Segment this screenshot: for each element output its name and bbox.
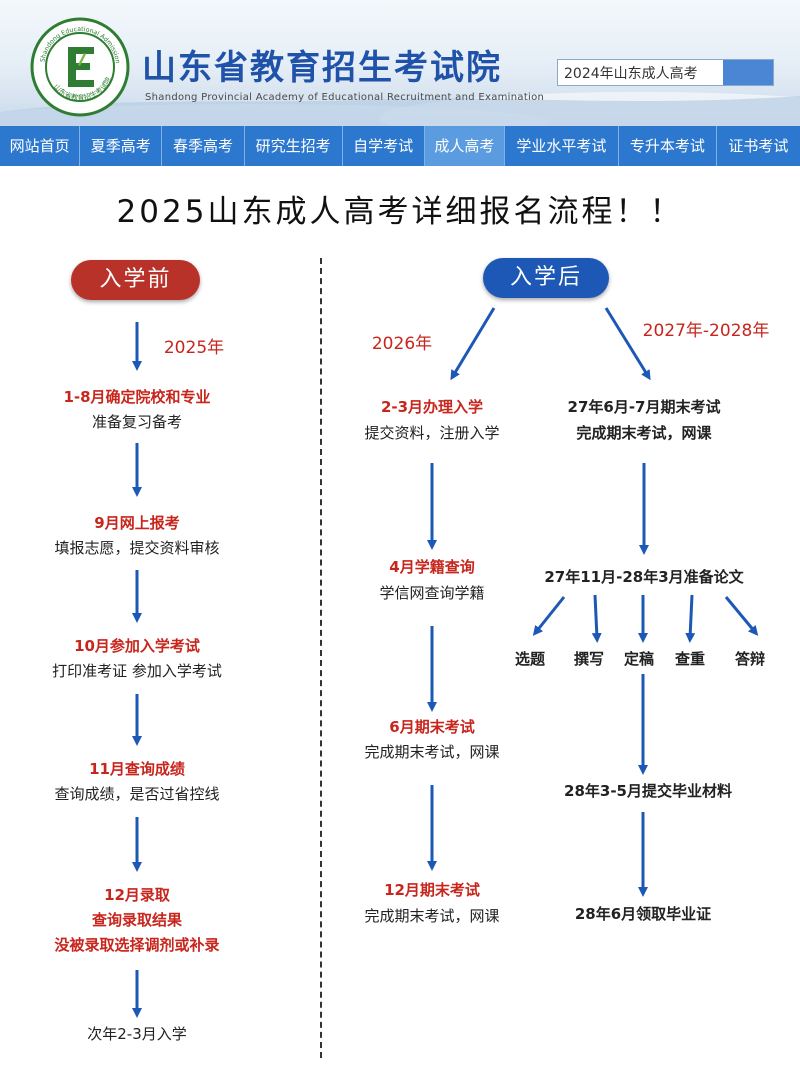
nav-item-proficiency-test[interactable]: 学业水平考试	[505, 126, 619, 166]
step-head: 2-3月办理入学	[380, 398, 484, 416]
after-year-left: 2026年	[371, 334, 433, 354]
final-step: 次年2-3月入学	[87, 1025, 187, 1043]
academy-logo-icon[interactable]: Shandong Educational Admission & Examina…	[30, 17, 130, 117]
nav-item-home[interactable]: 网站首页	[0, 126, 81, 166]
step-text: 学信网查询学籍	[379, 584, 485, 602]
step-text: 准备复习备考	[91, 413, 183, 431]
arrow-thesis-5	[724, 596, 759, 636]
thesis-item-defense: 答辩	[734, 650, 766, 668]
header-search-button[interactable]	[723, 60, 773, 85]
header-search-box[interactable]: 2024年山东成人高考	[557, 59, 774, 86]
step-head: 10月参加入学考试	[74, 637, 200, 655]
main-nav: 网站首页 夏季高考 春季高考 研究生招考 自学考试 成人高考 学业水平考试 专升…	[0, 126, 800, 166]
step-text-red: 没被录取选择调剂或补录	[54, 936, 220, 954]
thesis-item-check: 查重	[674, 650, 706, 668]
nav-item-self-study[interactable]: 自学考试	[343, 126, 425, 166]
step-text: 提交资料，注册入学	[364, 424, 500, 442]
step-head: 9月网上报考	[94, 514, 180, 532]
before-year: 2025年	[163, 338, 225, 358]
step-head: 4月学籍查询	[389, 558, 475, 576]
step-head: 12月期末考试	[384, 881, 480, 899]
nav-item-spring-exam[interactable]: 春季高考	[162, 126, 245, 166]
step-head: 11月查询成绩	[89, 760, 185, 778]
arrow-after-left	[450, 307, 496, 381]
nav-item-upgrade-exam[interactable]: 专升本考试	[619, 126, 717, 166]
nav-item-adult-exam[interactable]: 成人高考	[424, 126, 505, 166]
submit-step: 28年3-5月提交毕业材料	[564, 782, 732, 800]
site-title: 山东省教育招生考试院	[142, 48, 502, 88]
nav-item-summer-exam[interactable]: 夏季高考	[80, 126, 163, 166]
step-text: 完成期末考试，网课	[576, 424, 712, 442]
arrow-thesis-1	[532, 596, 566, 636]
arrow-thesis-2	[591, 594, 602, 643]
arrow-thesis-4	[685, 594, 696, 643]
step-head: 12月录取	[104, 886, 170, 904]
thesis-item-topic: 选题	[514, 650, 546, 668]
before-enrollment-pill: 入学前	[71, 260, 200, 300]
site-header: Shandong Educational Admission & Examina…	[0, 0, 800, 126]
site-subtitle: Shandong Provincial Academy of Education…	[145, 92, 545, 103]
header-background	[0, 92, 800, 126]
header-search-value[interactable]: 2024年山东成人高考	[564, 66, 698, 82]
graduate-step: 28年6月领取毕业证	[574, 905, 712, 923]
nav-item-postgraduate[interactable]: 研究生招考	[245, 126, 343, 166]
thesis-item-write: 撰写	[573, 650, 605, 668]
step-head: 1-8月确定院校和专业	[63, 388, 211, 406]
step-head: 27年6月-7月期末考试	[567, 398, 721, 416]
page-title: 2025山东成人高考详细报名流程！！	[116, 194, 684, 230]
column-divider	[320, 258, 322, 1058]
step-text: 查询成绩，是否过省控线	[54, 785, 220, 803]
step-head: 6月期末考试	[389, 718, 475, 736]
step-text: 完成期末考试，网课	[364, 743, 500, 761]
step-text-red: 查询录取结果	[91, 911, 183, 929]
thesis-step: 27年11月-28年3月准备论文	[544, 568, 744, 586]
step-text: 填报志愿，提交资料审核	[54, 539, 220, 557]
thesis-item-finalize: 定稿	[623, 650, 655, 668]
after-year-right: 2027年-2028年	[642, 321, 770, 341]
after-enrollment-pill: 入学后	[483, 258, 609, 298]
step-text: 完成期末考试，网课	[364, 907, 500, 925]
step-text: 打印准考证 参加入学考试	[52, 662, 222, 680]
nav-item-certificate-exam[interactable]: 证书考试	[728, 137, 789, 155]
